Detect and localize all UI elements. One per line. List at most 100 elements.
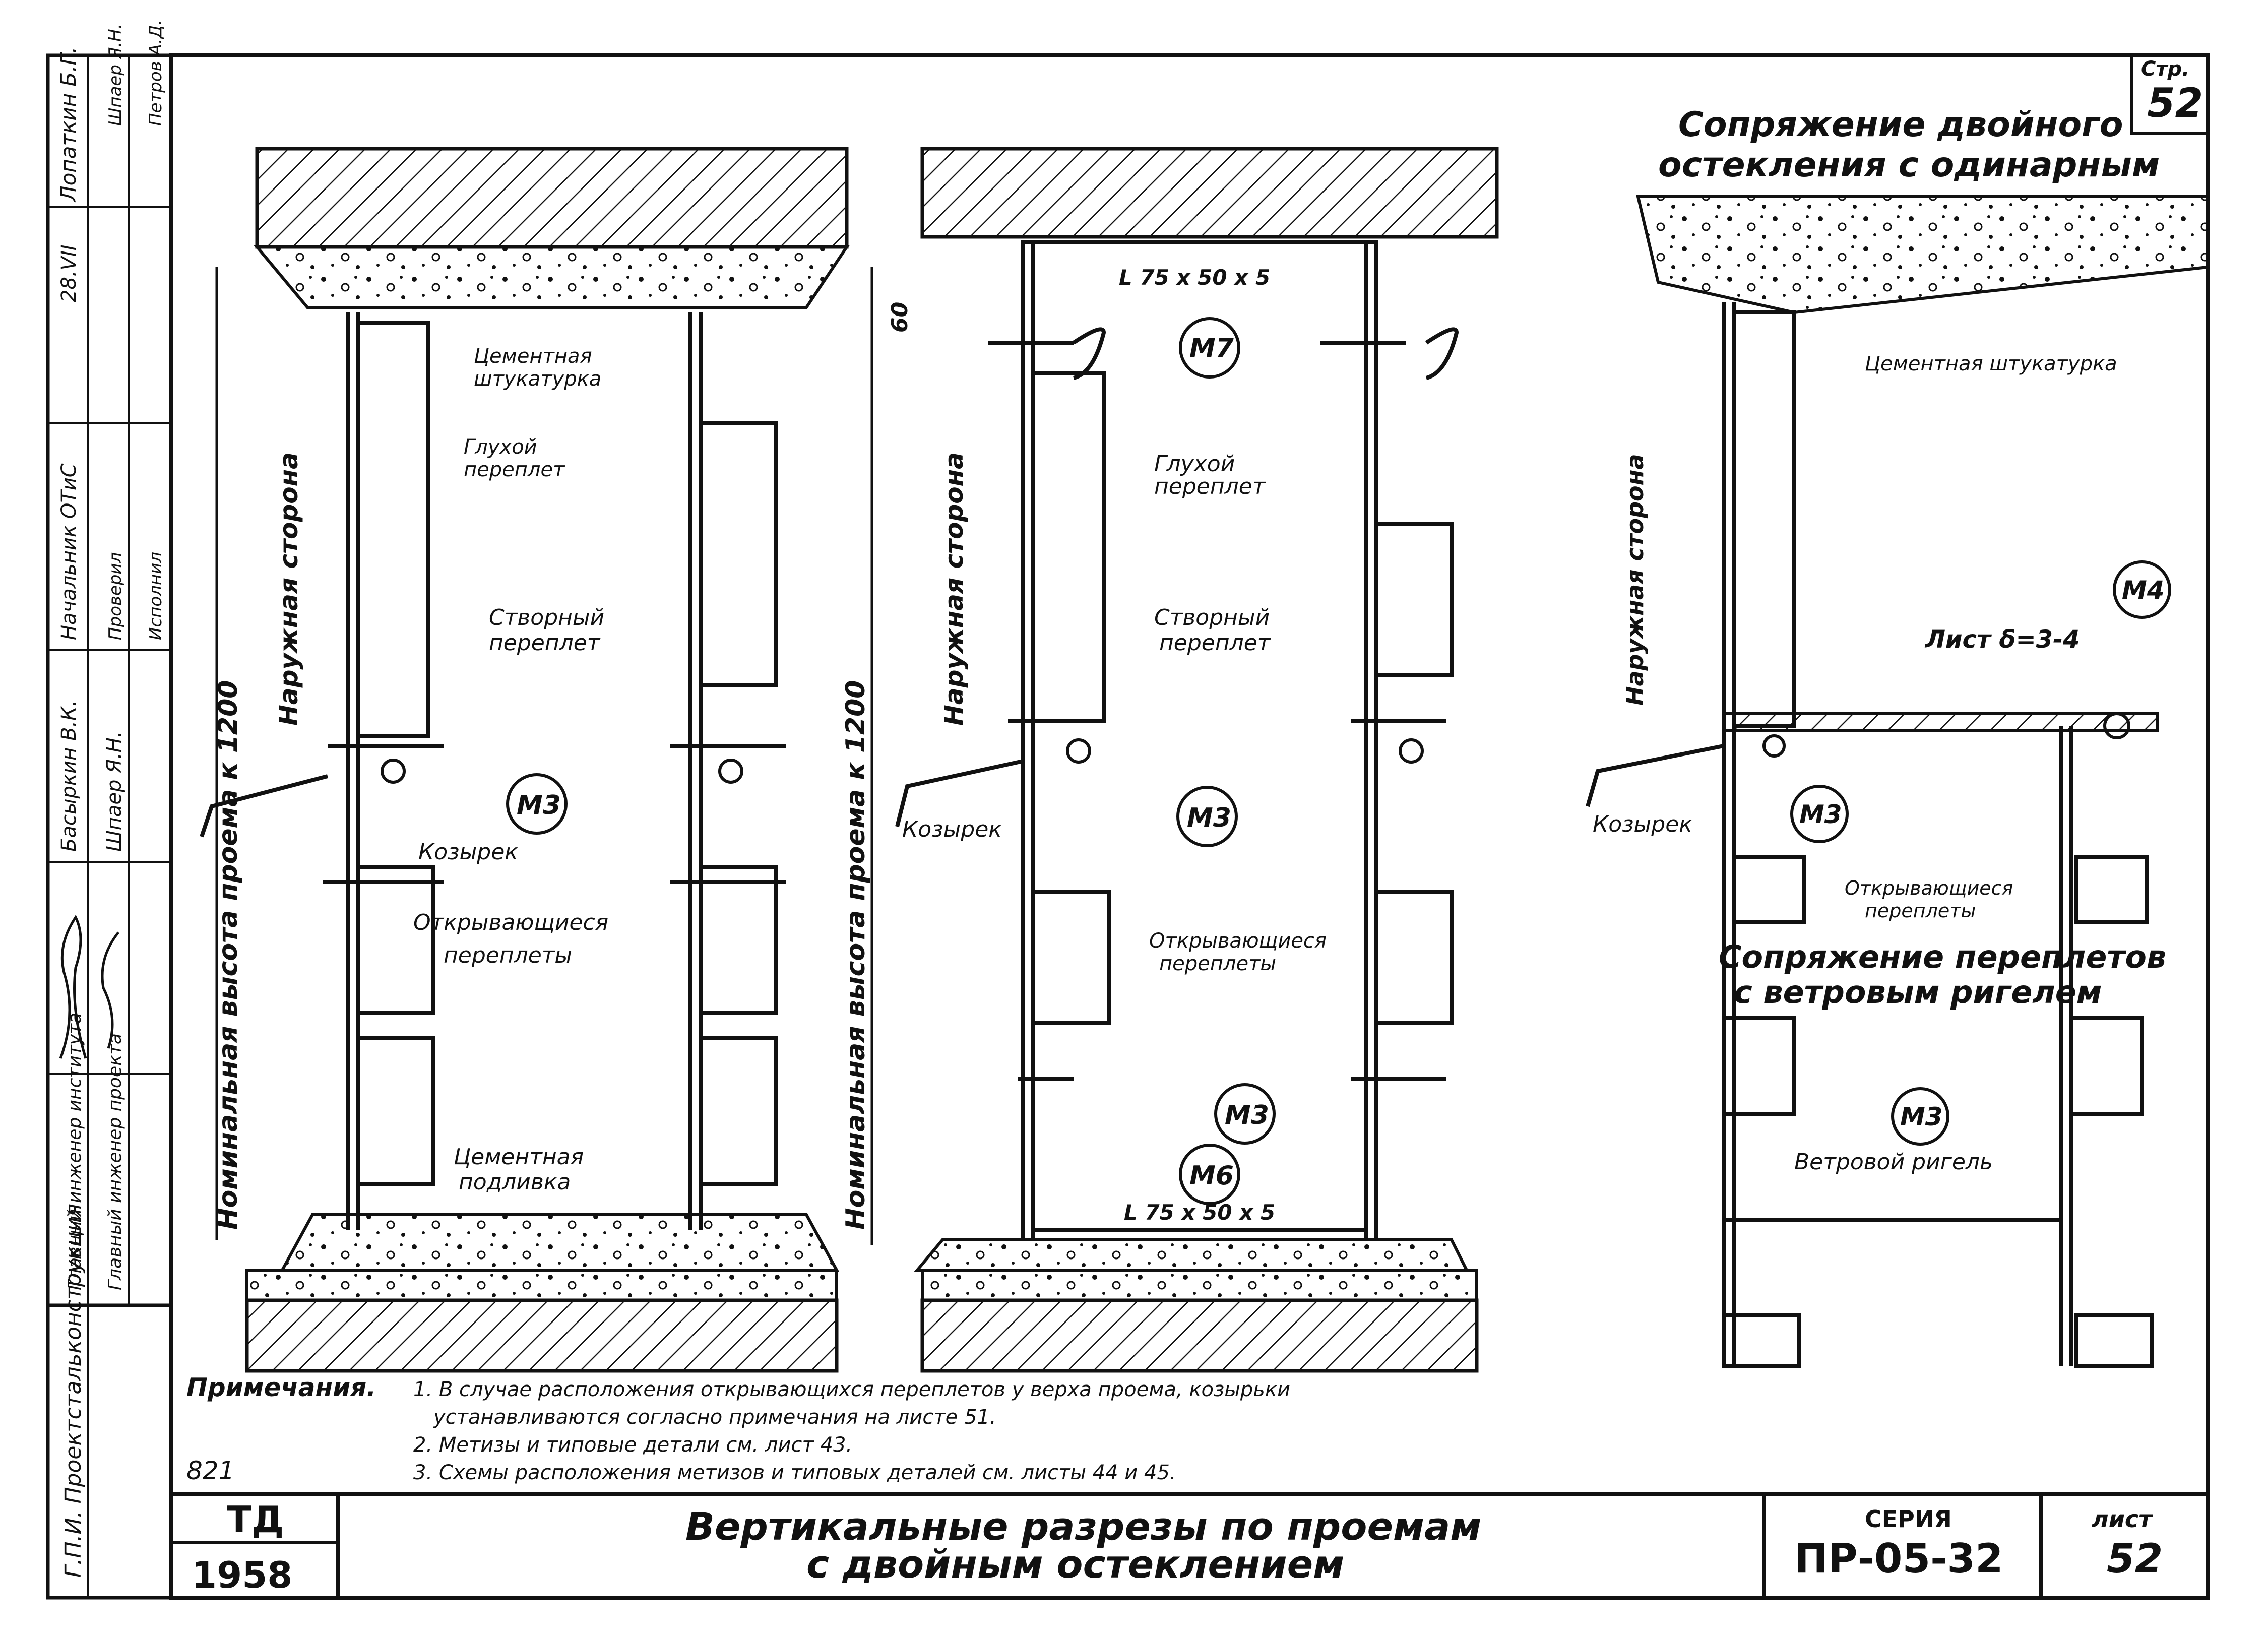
sheet-label: Лист δ=3-4 bbox=[1924, 625, 2080, 654]
note-2: 2. Метизы и типовые детали см. лист 43. bbox=[413, 1433, 852, 1457]
sheet-label-tb: лист bbox=[2092, 1505, 2153, 1533]
logo-td: ТД bbox=[227, 1498, 284, 1541]
casement-label-1a: Створный bbox=[489, 605, 604, 631]
grout-1 bbox=[279, 1213, 840, 1272]
heading-double-1: Сопряжение двойного bbox=[1678, 105, 2123, 145]
note-1: 1. В случае расположения открывающихся п… bbox=[413, 1378, 1290, 1401]
marker-m6 bbox=[1179, 1144, 1240, 1205]
visor-1 bbox=[200, 774, 329, 838]
section-2: Номинальная высота проема к 1200 60 Нару… bbox=[841, 147, 1499, 1373]
cement-plaster-label-1a: Цементная bbox=[474, 345, 592, 368]
blind-sash-label-1a: Глухой bbox=[464, 435, 537, 459]
side-stamp: Г.П.И. Проектстальконструкция Главный ин… bbox=[46, 20, 173, 1600]
outer-side-3: Наружная сторона bbox=[1621, 454, 1649, 706]
marker-m4 bbox=[2113, 560, 2171, 619]
series-label: СЕРИЯ bbox=[1865, 1505, 1952, 1533]
opening-label-1b: переплеты bbox=[444, 942, 572, 968]
marker-m6-label: М6 bbox=[1189, 1161, 1234, 1191]
visor-label-3: Козырек bbox=[1593, 811, 1692, 837]
heading-wind-1: Сопряжение переплетов bbox=[1719, 938, 2166, 975]
lintel-2 bbox=[920, 147, 1499, 239]
bolt-3b bbox=[2103, 712, 2130, 739]
section-1: Номинальная высота проема к 1200 Наружна… bbox=[200, 147, 850, 1373]
sheet-plate bbox=[1722, 712, 2159, 732]
marker-m3-3-label: М3 bbox=[1799, 800, 1842, 829]
marker-m3-2 bbox=[1176, 786, 1238, 847]
casement-label-2a: Створный bbox=[1154, 605, 1270, 631]
stamp-chief-project: Главный инженер проекта bbox=[105, 1033, 125, 1290]
sill-1 bbox=[245, 1298, 839, 1373]
bolt-1b bbox=[718, 759, 743, 784]
stamp-dept: Начальник ОТиС bbox=[57, 463, 81, 640]
notes: Примечания. 1. В случае расположения отк… bbox=[186, 1373, 1290, 1485]
opening-label-2a: Открывающиеся bbox=[1149, 929, 1327, 953]
cement-plaster-label-3: Цементная штукатурка bbox=[1865, 352, 2117, 375]
frames-1 bbox=[323, 312, 786, 1230]
marker-m3-3 bbox=[1790, 785, 1849, 843]
bolt-2b bbox=[1399, 738, 1424, 764]
angle-top-label: L 75 x 50 x 5 bbox=[1119, 265, 1270, 290]
sill-block-1 bbox=[245, 1269, 838, 1302]
marker-m3-2b-label: М3 bbox=[1225, 1100, 1269, 1130]
opening-label-2b: переплеты bbox=[1159, 952, 1276, 975]
grout-label-1a: Цементная bbox=[454, 1144, 584, 1170]
page-box-number: 52 bbox=[2147, 80, 2203, 127]
year: 1958 bbox=[192, 1554, 292, 1596]
casement-label-2b: переплет bbox=[1159, 630, 1271, 656]
visor-label-2: Козырек bbox=[902, 816, 1002, 842]
section-3: Сопряжение двойного остекления с одинарн… bbox=[1586, 105, 2209, 1368]
marker-m3-2b bbox=[1214, 1083, 1276, 1145]
outer-side-2: Наружная сторона bbox=[939, 452, 969, 726]
cement-plaster-label-1b: штукатурка bbox=[474, 367, 601, 391]
page-number-box: Стр. 52 bbox=[2130, 54, 2209, 135]
stamp-checked: Проверил bbox=[105, 552, 125, 640]
stamp-name-5: Шпаер Я.Н. bbox=[103, 731, 126, 852]
blind-sash-label-2b: переплет bbox=[1154, 474, 1266, 499]
heading-wind-2: с ветровым ригелем bbox=[1734, 974, 2102, 1011]
lintel-1 bbox=[255, 147, 849, 249]
opening-label-1a: Открывающиеся bbox=[413, 910, 608, 935]
bolt-3a bbox=[1762, 734, 1786, 758]
bolt-2a bbox=[1066, 738, 1091, 764]
dim-60: 60 bbox=[887, 302, 913, 333]
outer-side-1: Наружная сторона bbox=[274, 452, 303, 726]
note-3: 3. Схемы расположения метизов и типовых … bbox=[413, 1461, 1176, 1484]
marker-m3-2-label: М3 bbox=[1187, 803, 1231, 833]
stamp-org: Г.П.И. Проектстальконструкция bbox=[60, 1204, 86, 1578]
grout-2 bbox=[914, 1238, 1469, 1272]
marker-m3-3b bbox=[1891, 1087, 1949, 1146]
notes-heading: Примечания. bbox=[186, 1373, 376, 1402]
series-value: ПР-05-32 bbox=[1794, 1535, 2003, 1582]
stamp-name-3: Петров А.Д. bbox=[146, 20, 166, 126]
title-line-2: с двойным остеклением bbox=[806, 1542, 1344, 1587]
number-821: 821 bbox=[186, 1456, 234, 1485]
stamp-chief-institute: Главный инженер института bbox=[65, 1013, 85, 1290]
stamp-name-2: Шпаер Я.Н. bbox=[105, 23, 125, 126]
dim-label-2: Номинальная высота проема к 1200 bbox=[841, 680, 871, 1230]
sill-2 bbox=[920, 1298, 1479, 1373]
sheet-value-tb: 52 bbox=[2107, 1535, 2163, 1582]
signature-2 bbox=[101, 931, 119, 1049]
signature-1 bbox=[59, 915, 87, 1059]
plaster-1 bbox=[254, 245, 850, 309]
opening-label-3a: Открывающиеся bbox=[1845, 877, 2013, 899]
wind-rail-label: Ветровой ригель bbox=[1794, 1149, 1993, 1175]
marker-m3-1-label: М3 bbox=[517, 790, 561, 821]
frames-2 bbox=[988, 240, 1459, 1240]
marker-m3-1 bbox=[506, 773, 568, 835]
dim-label-1: Номинальная высота проема к 1200 bbox=[213, 680, 243, 1230]
frames-3 bbox=[1722, 302, 2154, 1368]
plaster-3 bbox=[1636, 195, 2209, 314]
angle-bottom-label: L 75 x 50 x 5 bbox=[1124, 1200, 1275, 1225]
stamp-name-1: Лопаткин Б.Г. bbox=[56, 47, 81, 203]
heading-double-2: остекления с одинарным bbox=[1658, 145, 2160, 185]
stamp-date: 28.VII bbox=[57, 244, 81, 302]
title-block: ТД 1958 Вертикальные разрезы по проемам … bbox=[171, 1492, 2208, 1598]
sill-block-2 bbox=[921, 1269, 1478, 1302]
title-line-1: Вертикальные разрезы по проемам bbox=[685, 1504, 1482, 1549]
marker-m7 bbox=[1179, 317, 1240, 379]
visor-2 bbox=[895, 759, 1024, 827]
marker-m3-3b-label: М3 bbox=[1900, 1102, 1943, 1131]
blind-sash-label-1b: переплет bbox=[464, 458, 565, 481]
